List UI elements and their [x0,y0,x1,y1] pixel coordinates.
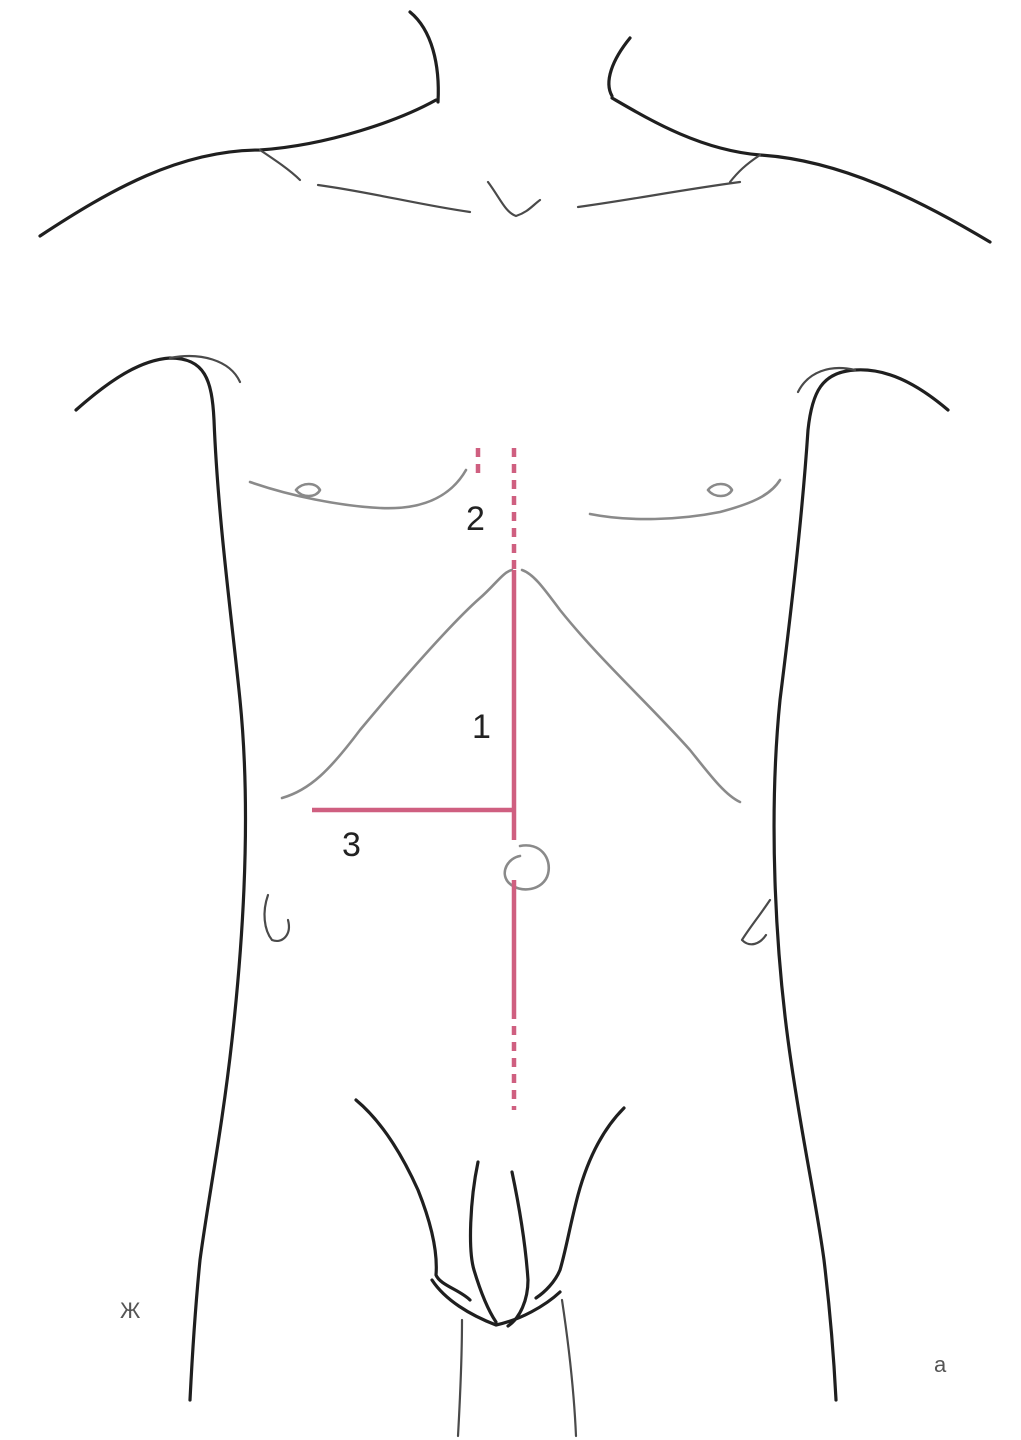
label-incision-2: 2 [466,500,485,538]
groin-right [536,1108,624,1298]
neck-left [410,12,438,102]
costal-margin-left [282,570,512,798]
clavicle-right [578,182,740,207]
clavicle-left [318,185,470,212]
chest [250,470,780,519]
deltoid-line-right [730,155,760,182]
corner-label-left: Ж [120,1298,141,1323]
nipple-right-icon [708,484,732,496]
iliac-mark-right [742,900,770,944]
jugular-notch [488,182,540,216]
penis-right [508,1172,528,1326]
costal-margins [282,570,740,802]
deltoid-line-left [260,150,300,180]
groin-left [356,1100,470,1300]
label-incision-1: 1 [472,708,491,746]
corner-label-right: a [934,1352,947,1377]
shoulder-left [40,100,436,236]
left-flank [76,358,245,1400]
right-flank [774,370,948,1400]
costal-margin-right [522,570,740,802]
iliac-mark-left [265,895,289,941]
label-incision-3: 3 [342,826,361,864]
pectoral-left [250,470,466,508]
thigh-left-inner [458,1320,462,1436]
thigh-right-inner [562,1300,576,1436]
upper-torso-outline [40,12,990,242]
pectoral-right [590,480,780,519]
shoulder-right [612,98,990,242]
pelvis-outline [356,1100,624,1436]
umbilicus-icon [505,845,549,889]
neck-right [609,38,630,96]
penis-left [471,1162,496,1322]
incision-lines [312,448,514,1110]
nipple-left-icon [296,484,320,496]
